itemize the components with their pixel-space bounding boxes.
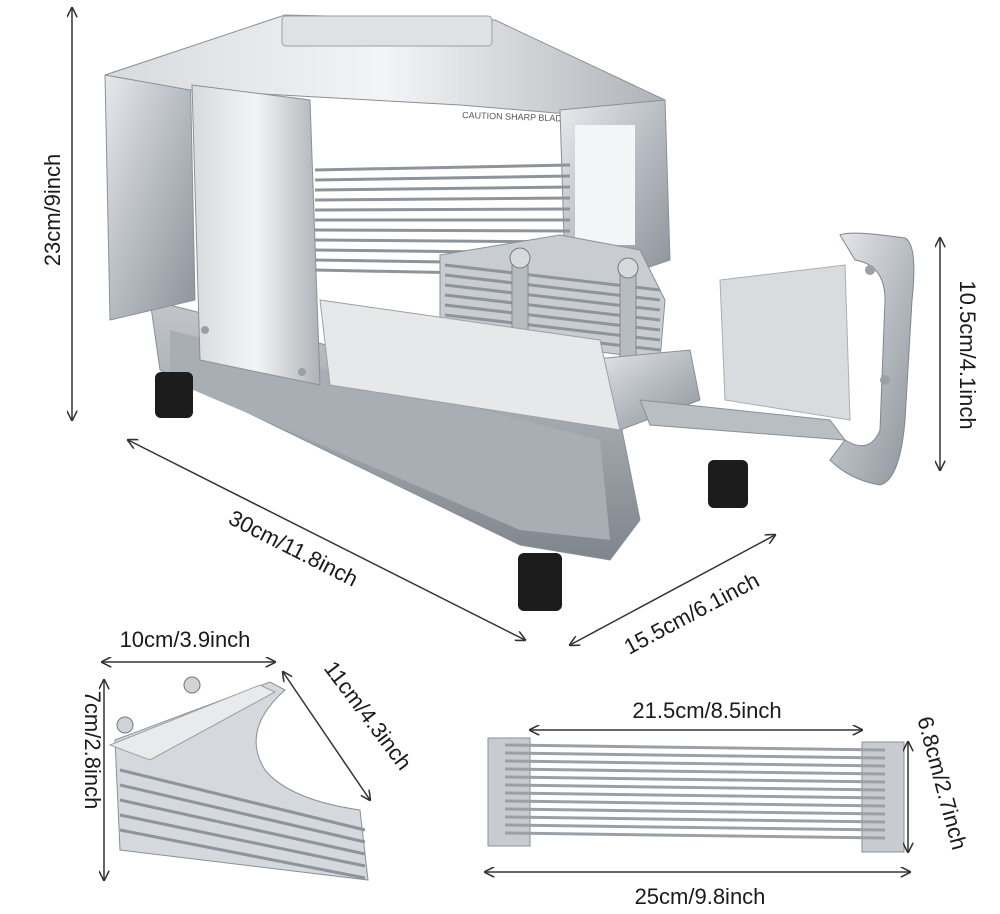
blade-width-label: 10cm/3.9inch bbox=[120, 627, 251, 652]
width-dimension-line bbox=[570, 535, 775, 645]
blade-assembly bbox=[108, 676, 369, 881]
bolt bbox=[183, 676, 201, 694]
foot bbox=[518, 553, 562, 611]
handle-height-label: 10.5cm/4.1inch bbox=[955, 280, 980, 429]
tomato-slicer: CAUTION SHARP BLADES bbox=[104, 14, 915, 611]
handle bbox=[829, 232, 915, 486]
caution-label: CAUTION SHARP BLADES bbox=[462, 110, 574, 124]
foot bbox=[155, 372, 193, 418]
blade-diagonal-label: 11cm/4.3inch bbox=[319, 656, 417, 774]
foot bbox=[708, 460, 748, 508]
blade-diagonal-dimension-line bbox=[283, 672, 370, 800]
guard-plate bbox=[191, 84, 321, 386]
bolt bbox=[116, 716, 134, 734]
width-label: 15.5cm/6.1inch bbox=[620, 567, 763, 659]
wire-total-label: 25cm/9.8inch bbox=[635, 884, 766, 909]
wire-inner-label: 21.5cm/8.5inch bbox=[632, 698, 781, 723]
wire-width-label: 6.8cm/2.7inch bbox=[912, 714, 972, 853]
height-label: 23cm/9inch bbox=[40, 154, 65, 267]
length-dimension-line bbox=[128, 440, 525, 640]
wire-blade-frame bbox=[487, 737, 905, 853]
blade-height-label: 7cm/2.8inch bbox=[80, 691, 105, 810]
